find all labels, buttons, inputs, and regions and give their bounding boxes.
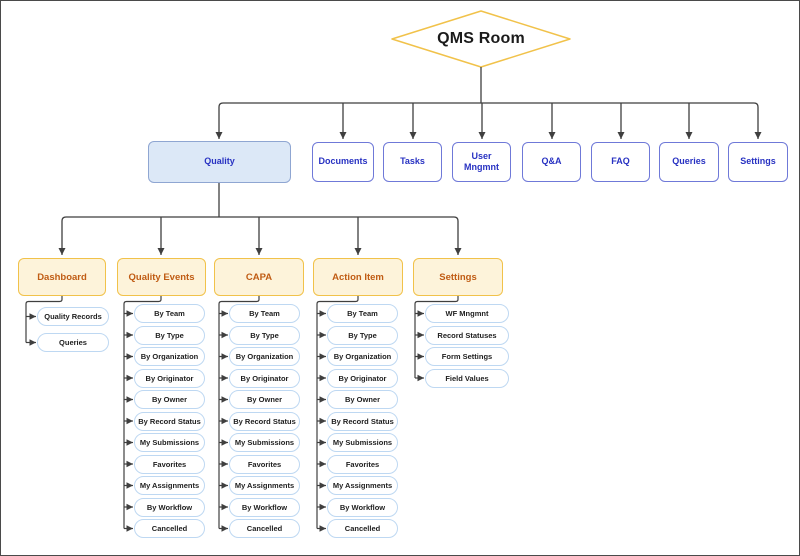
node-capa-by-type[interactable]: By Type xyxy=(229,325,300,345)
action-item-children: By Team By Type By Organization By Origi… xyxy=(327,304,398,538)
node-capa-by-originator[interactable]: By Originator xyxy=(229,368,300,388)
node-capa-by-record-status[interactable]: By Record Status xyxy=(229,411,300,431)
node-ai-cancelled[interactable]: Cancelled xyxy=(327,519,398,538)
node-queries-label: Queries xyxy=(672,156,706,167)
node-quality-records[interactable]: Quality Records xyxy=(37,307,109,326)
node-capa-by-workflow[interactable]: By Workflow xyxy=(229,497,300,517)
node-field-values[interactable]: Field Values xyxy=(425,368,509,388)
node-ai-by-owner[interactable]: By Owner xyxy=(327,390,398,409)
node-qe-my-assignments[interactable]: My Assignments xyxy=(134,476,205,495)
node-wf-mngmnt[interactable]: WF Mngmnt xyxy=(425,304,509,323)
node-dashboard-queries[interactable]: Queries xyxy=(37,333,109,352)
node-faq[interactable]: FAQ xyxy=(591,142,650,182)
node-ai-my-assignments[interactable]: My Assignments xyxy=(327,476,398,495)
node-capa-my-submissions[interactable]: My Submissions xyxy=(229,433,300,452)
node-qe-by-workflow[interactable]: By Workflow xyxy=(134,497,205,517)
node-qe-by-team[interactable]: By Team xyxy=(134,304,205,323)
node-faq-label: FAQ xyxy=(611,156,630,167)
root-node-label: QMS Room xyxy=(437,30,525,47)
node-ai-by-workflow[interactable]: By Workflow xyxy=(327,497,398,517)
node-qe-by-record-status[interactable]: By Record Status xyxy=(134,411,205,431)
node-capa-label: CAPA xyxy=(245,271,273,283)
node-dashboard-label: Dashboard xyxy=(37,271,87,283)
node-queries[interactable]: Queries xyxy=(659,142,719,182)
node-ai-by-record-status[interactable]: By Record Status xyxy=(327,411,398,431)
node-qe-by-organization[interactable]: By Organization xyxy=(134,347,205,366)
node-qa-label: Q&A xyxy=(541,156,562,167)
node-action-item-label: Action Item xyxy=(332,271,384,283)
node-tasks[interactable]: Tasks xyxy=(383,142,442,182)
node-ai-by-originator[interactable]: By Originator xyxy=(327,368,398,388)
node-tasks-label: Tasks xyxy=(400,156,425,167)
node-qe-by-type[interactable]: By Type xyxy=(134,325,205,345)
node-capa-by-team[interactable]: By Team xyxy=(229,304,300,323)
root-diamond[interactable] xyxy=(391,10,571,68)
node-ai-favorites[interactable]: Favorites xyxy=(327,454,398,474)
node-capa-favorites[interactable]: Favorites xyxy=(229,454,300,474)
node-quality-settings[interactable]: Settings xyxy=(413,258,503,296)
node-qe-my-submissions[interactable]: My Submissions xyxy=(134,433,205,452)
node-capa-cancelled[interactable]: Cancelled xyxy=(229,519,300,538)
node-capa[interactable]: CAPA xyxy=(214,258,304,296)
node-action-item[interactable]: Action Item xyxy=(313,258,403,296)
node-capa-by-organization[interactable]: By Organization xyxy=(229,347,300,366)
capa-children: By Team By Type By Organization By Origi… xyxy=(229,304,300,538)
node-capa-by-owner[interactable]: By Owner xyxy=(229,390,300,409)
node-qe-by-owner[interactable]: By Owner xyxy=(134,390,205,409)
node-user-mngmnt-label: User Mngmnt xyxy=(464,150,499,172)
node-dashboard[interactable]: Dashboard xyxy=(18,258,106,296)
node-documents[interactable]: Documents xyxy=(312,142,374,182)
node-quality-label: Quality xyxy=(204,156,235,167)
node-qe-cancelled[interactable]: Cancelled xyxy=(134,519,205,538)
node-capa-my-assignments[interactable]: My Assignments xyxy=(229,476,300,495)
node-quality-events-label: Quality Events xyxy=(128,271,195,283)
quality-events-children: By Team By Type By Organization By Origi… xyxy=(134,304,205,538)
node-form-settings[interactable]: Form Settings xyxy=(425,347,509,366)
node-ai-by-team[interactable]: By Team xyxy=(327,304,398,323)
node-quality-events[interactable]: Quality Events xyxy=(117,258,206,296)
node-record-statuses[interactable]: Record Statuses xyxy=(425,325,509,345)
quality-settings-children: WF Mngmnt Record Statuses Form Settings … xyxy=(425,304,509,388)
node-qe-favorites[interactable]: Favorites xyxy=(134,454,205,474)
node-ai-my-submissions[interactable]: My Submissions xyxy=(327,433,398,452)
node-qa[interactable]: Q&A xyxy=(522,142,581,182)
node-quality[interactable]: Quality xyxy=(148,141,291,183)
node-documents-label: Documents xyxy=(318,156,368,167)
node-settings[interactable]: Settings xyxy=(728,142,788,182)
dashboard-children: Quality Records Queries xyxy=(37,307,109,352)
node-ai-by-organization[interactable]: By Organization xyxy=(327,347,398,366)
node-user-mngmnt[interactable]: User Mngmnt xyxy=(452,142,511,182)
node-quality-settings-label: Settings xyxy=(439,271,477,283)
level1-connectors xyxy=(215,67,762,139)
level2-connectors xyxy=(58,183,462,255)
node-settings-label: Settings xyxy=(740,156,776,167)
node-ai-by-type[interactable]: By Type xyxy=(327,325,398,345)
node-qe-by-originator[interactable]: By Originator xyxy=(134,368,205,388)
